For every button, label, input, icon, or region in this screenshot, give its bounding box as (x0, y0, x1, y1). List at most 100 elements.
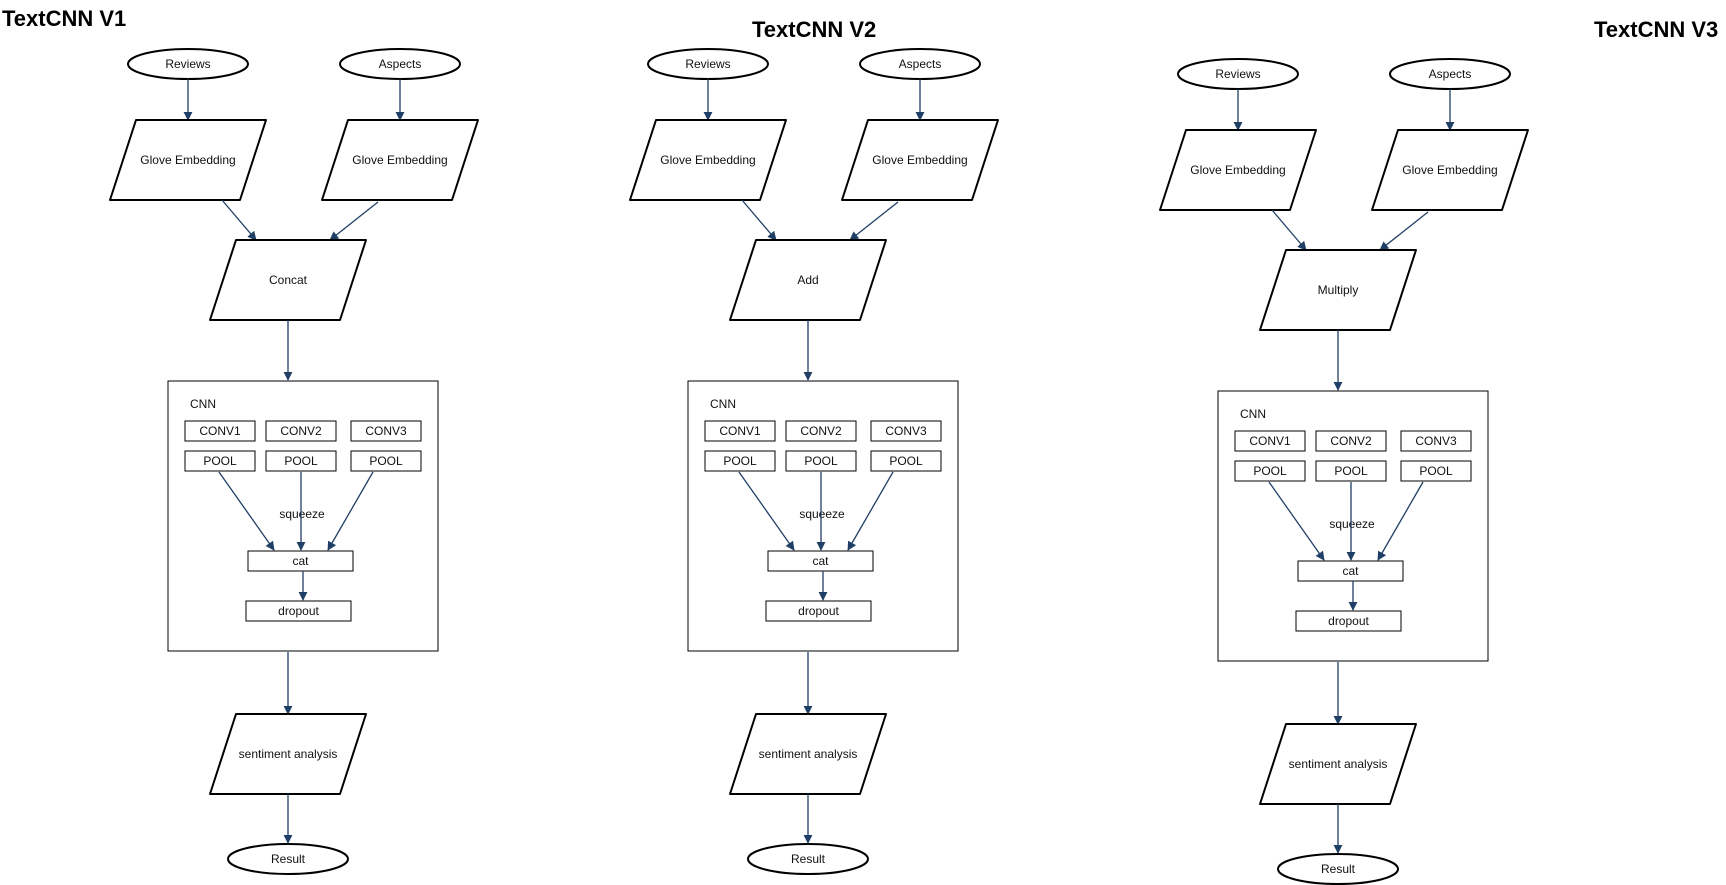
sentiment-analysis-label: sentiment analysis (1289, 757, 1388, 771)
glove-embedding-aspects-label: Glove Embedding (872, 153, 967, 167)
cnn-label: CNN (1240, 407, 1266, 421)
conv2-box-label: CONV2 (800, 424, 842, 438)
glove-embedding-reviews-label: Glove Embedding (1190, 163, 1285, 177)
squeeze-label: squeeze (1329, 517, 1375, 531)
merge-operation: Multiply (1259, 249, 1417, 331)
reviews-input: Reviews (647, 48, 769, 80)
conv1-box: CONV1 (1234, 430, 1306, 452)
aspects-input: Aspects (339, 48, 461, 80)
conv1-box: CONV1 (704, 420, 776, 442)
reviews-input-label: Reviews (165, 57, 210, 71)
cat-box-label: cat (1342, 564, 1359, 578)
pool2-box-label: POOL (1334, 464, 1368, 478)
squeeze-label: squeeze (279, 507, 325, 521)
pool2-box: POOL (1315, 460, 1387, 482)
connector-arrow (327, 471, 374, 551)
conv2-box-label: CONV2 (280, 424, 322, 438)
aspects-input: Aspects (1389, 58, 1511, 90)
dropout-box: dropout (245, 600, 352, 622)
sentiment-analysis-label: sentiment analysis (759, 747, 858, 761)
connector-arrow (329, 201, 379, 241)
aspects-input: Aspects (859, 48, 981, 80)
result-output: Result (1277, 853, 1399, 885)
result-output-label: Result (791, 852, 826, 866)
merge-operation-label: Concat (269, 273, 308, 287)
glove-embedding-aspects: Glove Embedding (841, 119, 999, 201)
conv3-box-label: CONV3 (365, 424, 407, 438)
cnn-block: CNNCONV1POOLCONV2POOLCONV3POOLsqueezecat… (687, 380, 959, 652)
aspects-input-label: Aspects (899, 57, 942, 71)
conv2-box: CONV2 (265, 420, 337, 442)
merge-operation: Concat (209, 239, 367, 321)
connector-arrow (1271, 209, 1307, 251)
connector-arrow (738, 471, 795, 551)
pool3-box-label: POOL (889, 454, 923, 468)
conv1-box: CONV1 (184, 420, 256, 442)
pool3-box-label: POOL (1419, 464, 1453, 478)
conv3-box: CONV3 (1400, 430, 1472, 452)
diagram-title: TextCNN V2 (752, 17, 876, 42)
glove-embedding-aspects-label: Glove Embedding (352, 153, 447, 167)
merge-operation-label: Add (797, 273, 818, 287)
glove-embedding-reviews: Glove Embedding (109, 119, 267, 201)
dropout-box-label: dropout (798, 604, 839, 618)
cat-box: cat (247, 550, 354, 572)
sentiment-analysis: sentiment analysis (1259, 723, 1417, 805)
glove-embedding-aspects: Glove Embedding (321, 119, 479, 201)
dropout-box: dropout (1295, 610, 1402, 632)
diagram-title: TextCNN V3 (1594, 17, 1718, 42)
result-output: Result (227, 843, 349, 875)
pool1-box: POOL (1234, 460, 1306, 482)
connector-arrow (1268, 481, 1325, 561)
pool2-box-label: POOL (804, 454, 838, 468)
reviews-input: Reviews (127, 48, 249, 80)
conv3-box: CONV3 (350, 420, 422, 442)
pool2-box: POOL (265, 450, 337, 472)
dropout-box: dropout (765, 600, 872, 622)
aspects-input-label: Aspects (1429, 67, 1472, 81)
pool3-box-label: POOL (369, 454, 403, 468)
merge-operation-label: Multiply (1318, 283, 1359, 297)
connector-arrow (847, 471, 894, 551)
glove-embedding-aspects-label: Glove Embedding (1402, 163, 1497, 177)
pool2-box-label: POOL (284, 454, 318, 468)
aspects-input-label: Aspects (379, 57, 422, 71)
sentiment-analysis: sentiment analysis (729, 713, 887, 795)
cnn-label: CNN (710, 397, 736, 411)
squeeze-label: squeeze (799, 507, 845, 521)
pool1-box: POOL (184, 450, 256, 472)
conv1-box-label: CONV1 (1249, 434, 1291, 448)
connector-arrow (1379, 211, 1429, 251)
connector-arrow (1377, 481, 1424, 561)
conv2-box: CONV2 (785, 420, 857, 442)
sentiment-analysis-label: sentiment analysis (239, 747, 338, 761)
cat-box: cat (1297, 560, 1404, 582)
cat-box-label: cat (292, 554, 309, 568)
cat-box: cat (767, 550, 874, 572)
glove-embedding-reviews: Glove Embedding (629, 119, 787, 201)
connector-arrow (741, 199, 777, 241)
result-output-label: Result (271, 852, 306, 866)
conv3-box-label: CONV3 (885, 424, 927, 438)
conv1-box-label: CONV1 (719, 424, 761, 438)
conv2-box-label: CONV2 (1330, 434, 1372, 448)
glove-embedding-aspects: Glove Embedding (1371, 129, 1529, 211)
dropout-box-label: dropout (1328, 614, 1369, 628)
result-output: Result (747, 843, 869, 875)
cnn-label: CNN (190, 397, 216, 411)
pool3-box: POOL (350, 450, 422, 472)
pool3-box: POOL (1400, 460, 1472, 482)
conv1-box-label: CONV1 (199, 424, 241, 438)
diagram-title: TextCNN V1 (2, 6, 126, 31)
connector-arrow (218, 471, 275, 551)
pool2-box: POOL (785, 450, 857, 472)
dropout-box-label: dropout (278, 604, 319, 618)
reviews-input: Reviews (1177, 58, 1299, 90)
pool3-box: POOL (870, 450, 942, 472)
